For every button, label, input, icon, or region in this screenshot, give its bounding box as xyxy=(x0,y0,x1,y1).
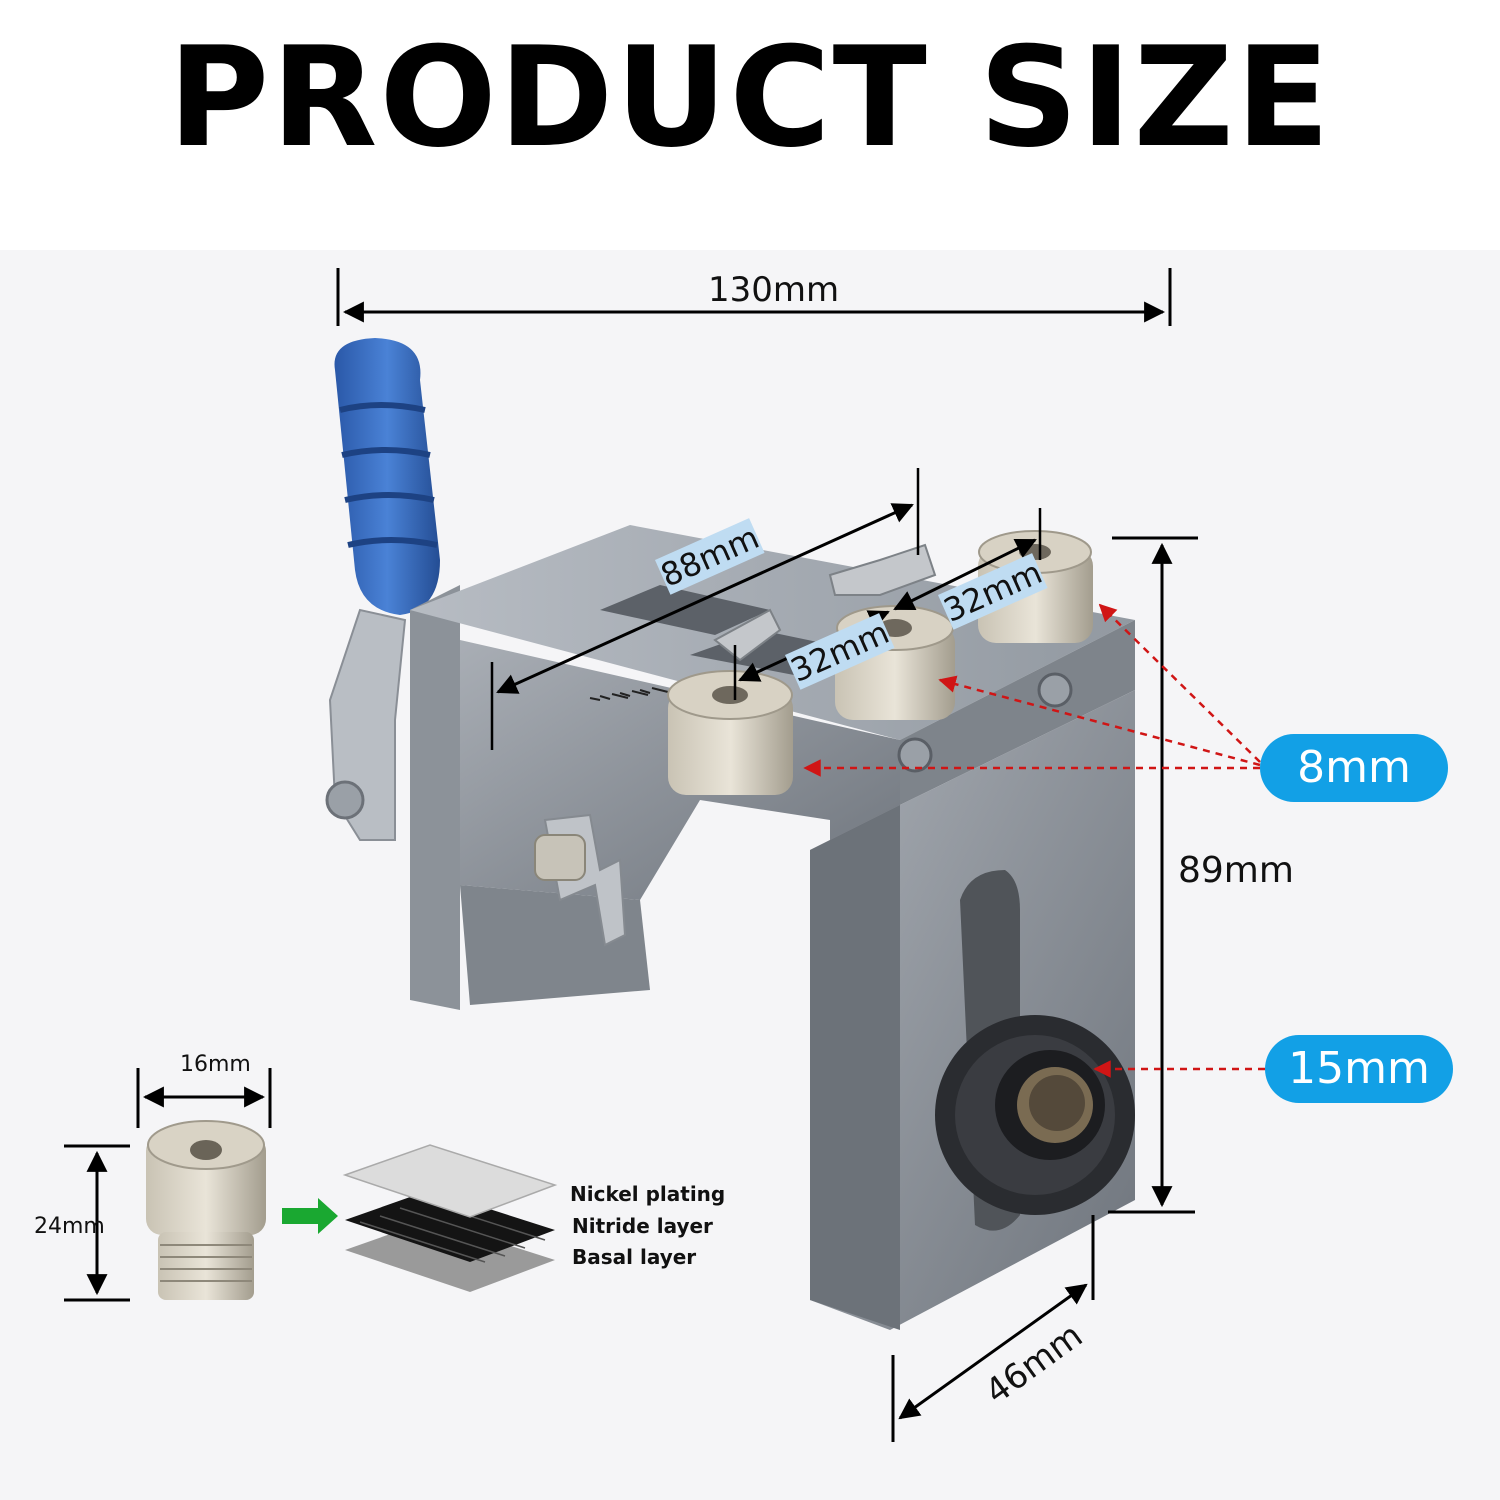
jig-body xyxy=(410,525,1135,1330)
bushing-diameter-label: 16mm xyxy=(180,1052,251,1077)
clamp-handle xyxy=(325,338,440,841)
dim-line-base xyxy=(891,1215,1095,1442)
height-label: 89mm xyxy=(1178,850,1294,891)
width-label: 130mm xyxy=(708,270,840,310)
callout-arrows-8mm xyxy=(803,603,1261,777)
page-title: PRODUCT SIZE xyxy=(168,17,1332,178)
green-arrow xyxy=(282,1198,338,1234)
layer-label-nickel: Nickel plating xyxy=(570,1182,726,1206)
dim-line-height xyxy=(1108,536,1198,1214)
bushing-detail xyxy=(64,1068,272,1302)
bushing-front xyxy=(667,670,793,795)
dim-line-width xyxy=(336,268,1172,326)
layer-label-nitride: Nitride layer xyxy=(572,1214,713,1238)
plating-layers xyxy=(342,1144,558,1292)
callout-15mm: 15mm xyxy=(1265,1035,1453,1103)
callout-8mm: 8mm xyxy=(1260,734,1448,802)
bushing-height-label: 24mm xyxy=(34,1214,105,1239)
layer-label-basal: Basal layer xyxy=(572,1245,697,1269)
